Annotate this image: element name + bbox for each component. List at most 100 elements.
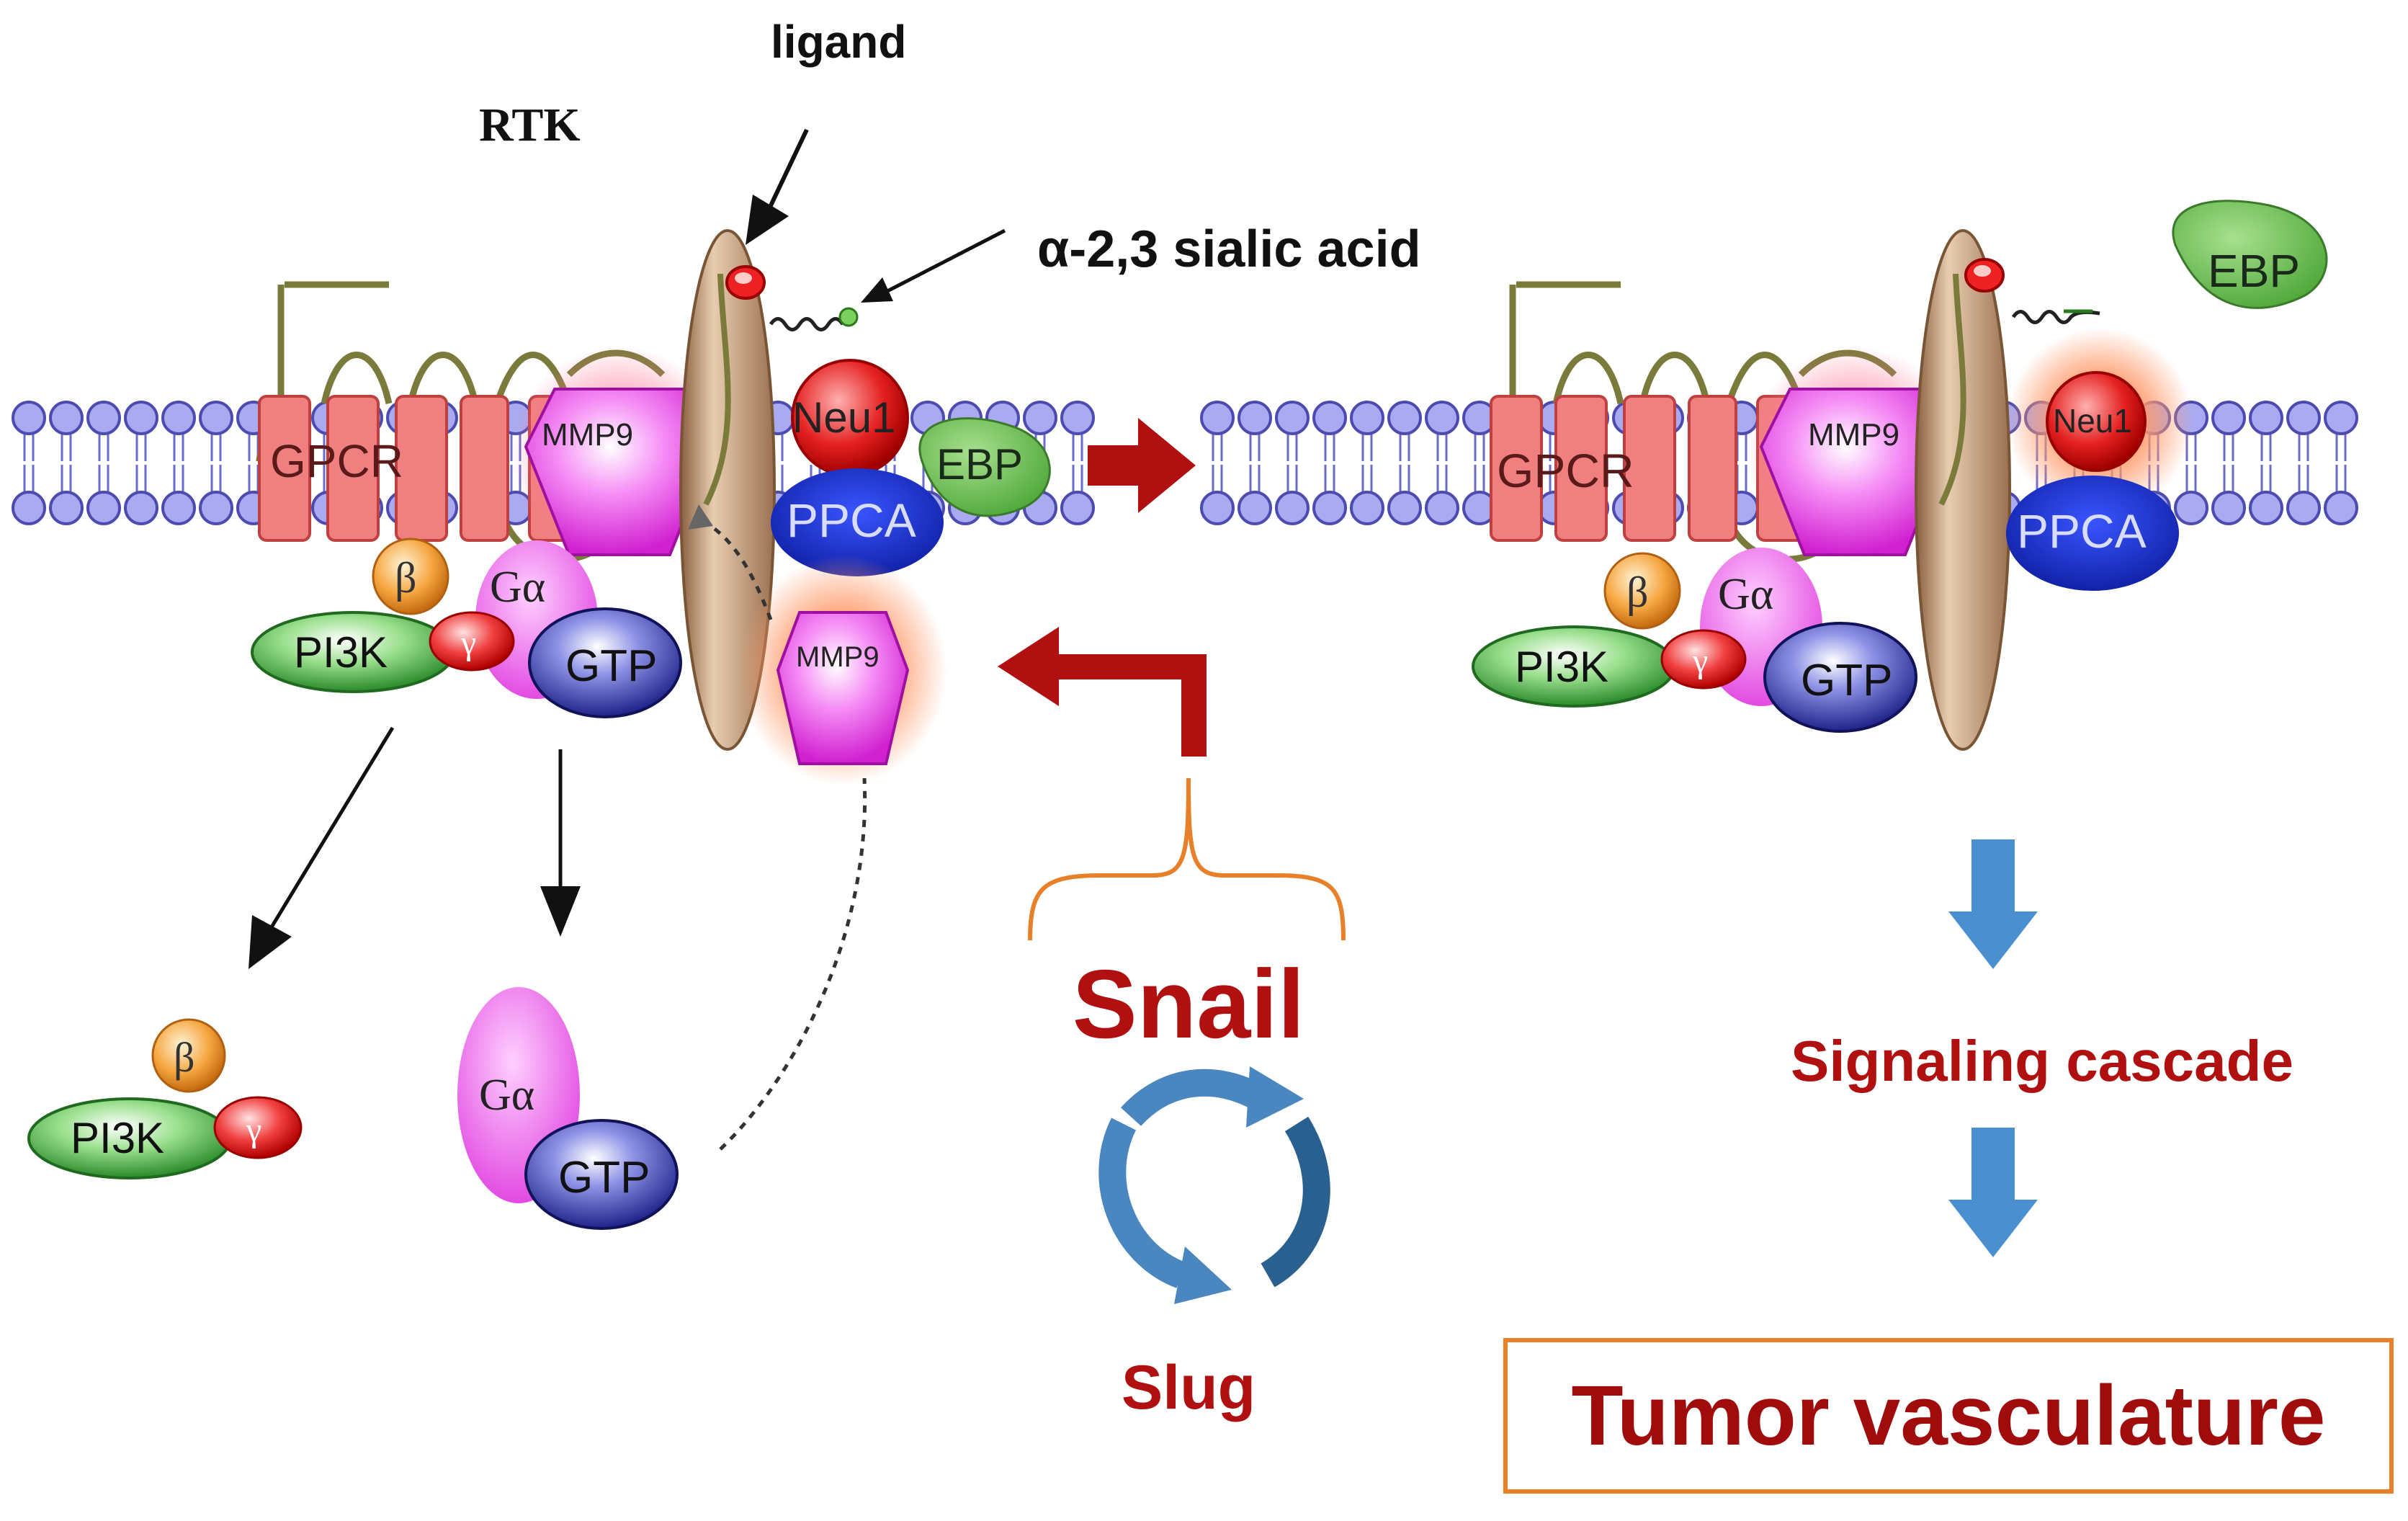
ppca-label: PPCA	[787, 494, 916, 547]
lipid-head	[1237, 491, 1272, 525]
released-beta-label: β	[174, 1034, 195, 1081]
gpcr-label: GPCR	[270, 435, 403, 487]
right-ppca-label: PPCA	[2017, 504, 2147, 558]
transition-arrow	[1088, 418, 1196, 513]
right-rtk-receptor	[1915, 229, 2011, 751]
snail-slug-cycle	[1098, 1066, 1330, 1304]
lipid-head	[49, 491, 84, 525]
lipid-head	[2286, 401, 2321, 435]
tumor-vasculature-label: Tumor vasculature	[1571, 1368, 2325, 1463]
lipid-head	[49, 401, 84, 435]
rtk-label: RTK	[479, 99, 581, 151]
gamma-label: γ	[460, 624, 476, 662]
lipid-head	[2211, 491, 2246, 525]
neu1-label: Neu1	[792, 393, 895, 442]
right-gpcr-label: GPCR	[1497, 444, 1634, 497]
lipid-head	[2286, 491, 2321, 525]
lipid-head	[1387, 491, 1422, 525]
ligand-label: ligand	[771, 16, 906, 68]
lipid-head	[2174, 491, 2208, 525]
lipid-head	[2324, 491, 2358, 525]
release-dashed-path	[719, 777, 867, 1151]
tumor-vasculature-box	[1503, 1338, 2394, 1494]
right-beta	[1603, 552, 1681, 630]
slug-label: Slug	[1122, 1353, 1256, 1422]
right-ebp	[2172, 200, 2328, 309]
signaling-cascade-label: Signaling cascade	[1791, 1029, 2293, 1093]
release-arrows	[249, 128, 1006, 969]
beta-subunit	[372, 538, 449, 615]
gtp-subunit	[528, 607, 682, 718]
lipid-head	[1425, 401, 1459, 435]
lipid-head	[1350, 401, 1384, 435]
released-gamma	[213, 1096, 303, 1159]
released-g-alpha-label: Gα	[479, 1071, 534, 1120]
lipid-head	[161, 491, 196, 525]
lipid-head	[2324, 401, 2358, 435]
right-pi3k-label: PI3K	[1515, 643, 1608, 691]
lipid-head	[161, 401, 196, 435]
mmp9-free-label: MMP9	[796, 641, 879, 673]
released-galpha-complex: Gα GTP	[457, 987, 679, 1230]
released-gamma-label: γ	[246, 1111, 261, 1149]
right-neu1-label: Neu1	[2053, 402, 2132, 440]
lipid-head	[199, 491, 233, 525]
sialic-acid-label: α-2,3 sialic acid	[1037, 220, 1421, 278]
snail-bracket	[1028, 777, 1346, 941]
ppca-protein	[771, 468, 944, 576]
right-gamma	[1660, 629, 1747, 690]
lipid-head	[2249, 491, 2283, 525]
mmp9-membrane-label: MMP9	[542, 417, 633, 452]
right-beta-label: β	[1626, 568, 1649, 616]
right-gtp	[1763, 622, 1917, 733]
lipid-head	[1312, 401, 1347, 435]
gamma-subunit	[429, 611, 515, 672]
left-receptor-complex: GPCR MMP9 Gα β PI3K γ GTP Neu1	[251, 229, 1051, 785]
ebp-label: EBP	[936, 440, 1023, 489]
gpcr-loop	[321, 352, 623, 563]
lipid-head	[1312, 491, 1347, 525]
lipid-head	[1060, 491, 1095, 525]
gtp-label: GTP	[565, 641, 657, 691]
lipid-head	[1023, 401, 1057, 435]
lipid-head	[86, 401, 121, 435]
right-ebp-label: EBP	[2208, 245, 2300, 297]
released-pi3k-label: PI3K	[71, 1114, 164, 1162]
beta-label: β	[395, 554, 417, 602]
lipid-head	[1200, 491, 1235, 525]
right-mmp9-label: MMP9	[1808, 417, 1899, 452]
released-gtp	[524, 1119, 679, 1230]
pi3k-label: PI3K	[294, 628, 388, 677]
snail-induction-arrow	[998, 627, 1207, 757]
lipid-head	[1387, 401, 1422, 435]
snail-label: Snail	[1073, 950, 1305, 1058]
lipid-head	[1237, 401, 1272, 435]
lipid-head	[1350, 491, 1384, 525]
g-alpha-label: Gα	[490, 563, 545, 612]
lipid-head	[199, 401, 233, 435]
right-sialic-chain	[2011, 310, 2100, 324]
lipid-head	[12, 491, 46, 525]
lipid-head	[124, 491, 158, 525]
right-gamma-label: γ	[1692, 642, 1708, 680]
lipid-head	[124, 401, 158, 435]
lipid-head	[1425, 491, 1459, 525]
released-pi3k-complex: β PI3K γ	[27, 1018, 303, 1179]
right-gtp-label: GTP	[1801, 656, 1892, 705]
lipid-head	[2249, 401, 2283, 435]
gpcr-helices	[258, 395, 578, 542]
right-neu1	[2046, 371, 2147, 472]
right-g-alpha-label: Gα	[1718, 570, 1773, 619]
lipid-head	[1200, 401, 1235, 435]
lipid-head	[2211, 401, 2246, 435]
ebp-protein	[918, 417, 1051, 517]
lipid-head	[86, 491, 121, 525]
lipid-head	[12, 401, 46, 435]
released-beta	[151, 1018, 226, 1093]
mmp9-free	[776, 611, 910, 765]
lipid-head	[1275, 491, 1310, 525]
sialic-acid-chain	[769, 317, 845, 331]
cascade-arrows	[1948, 839, 2038, 1257]
released-gtp-label: GTP	[558, 1153, 650, 1203]
